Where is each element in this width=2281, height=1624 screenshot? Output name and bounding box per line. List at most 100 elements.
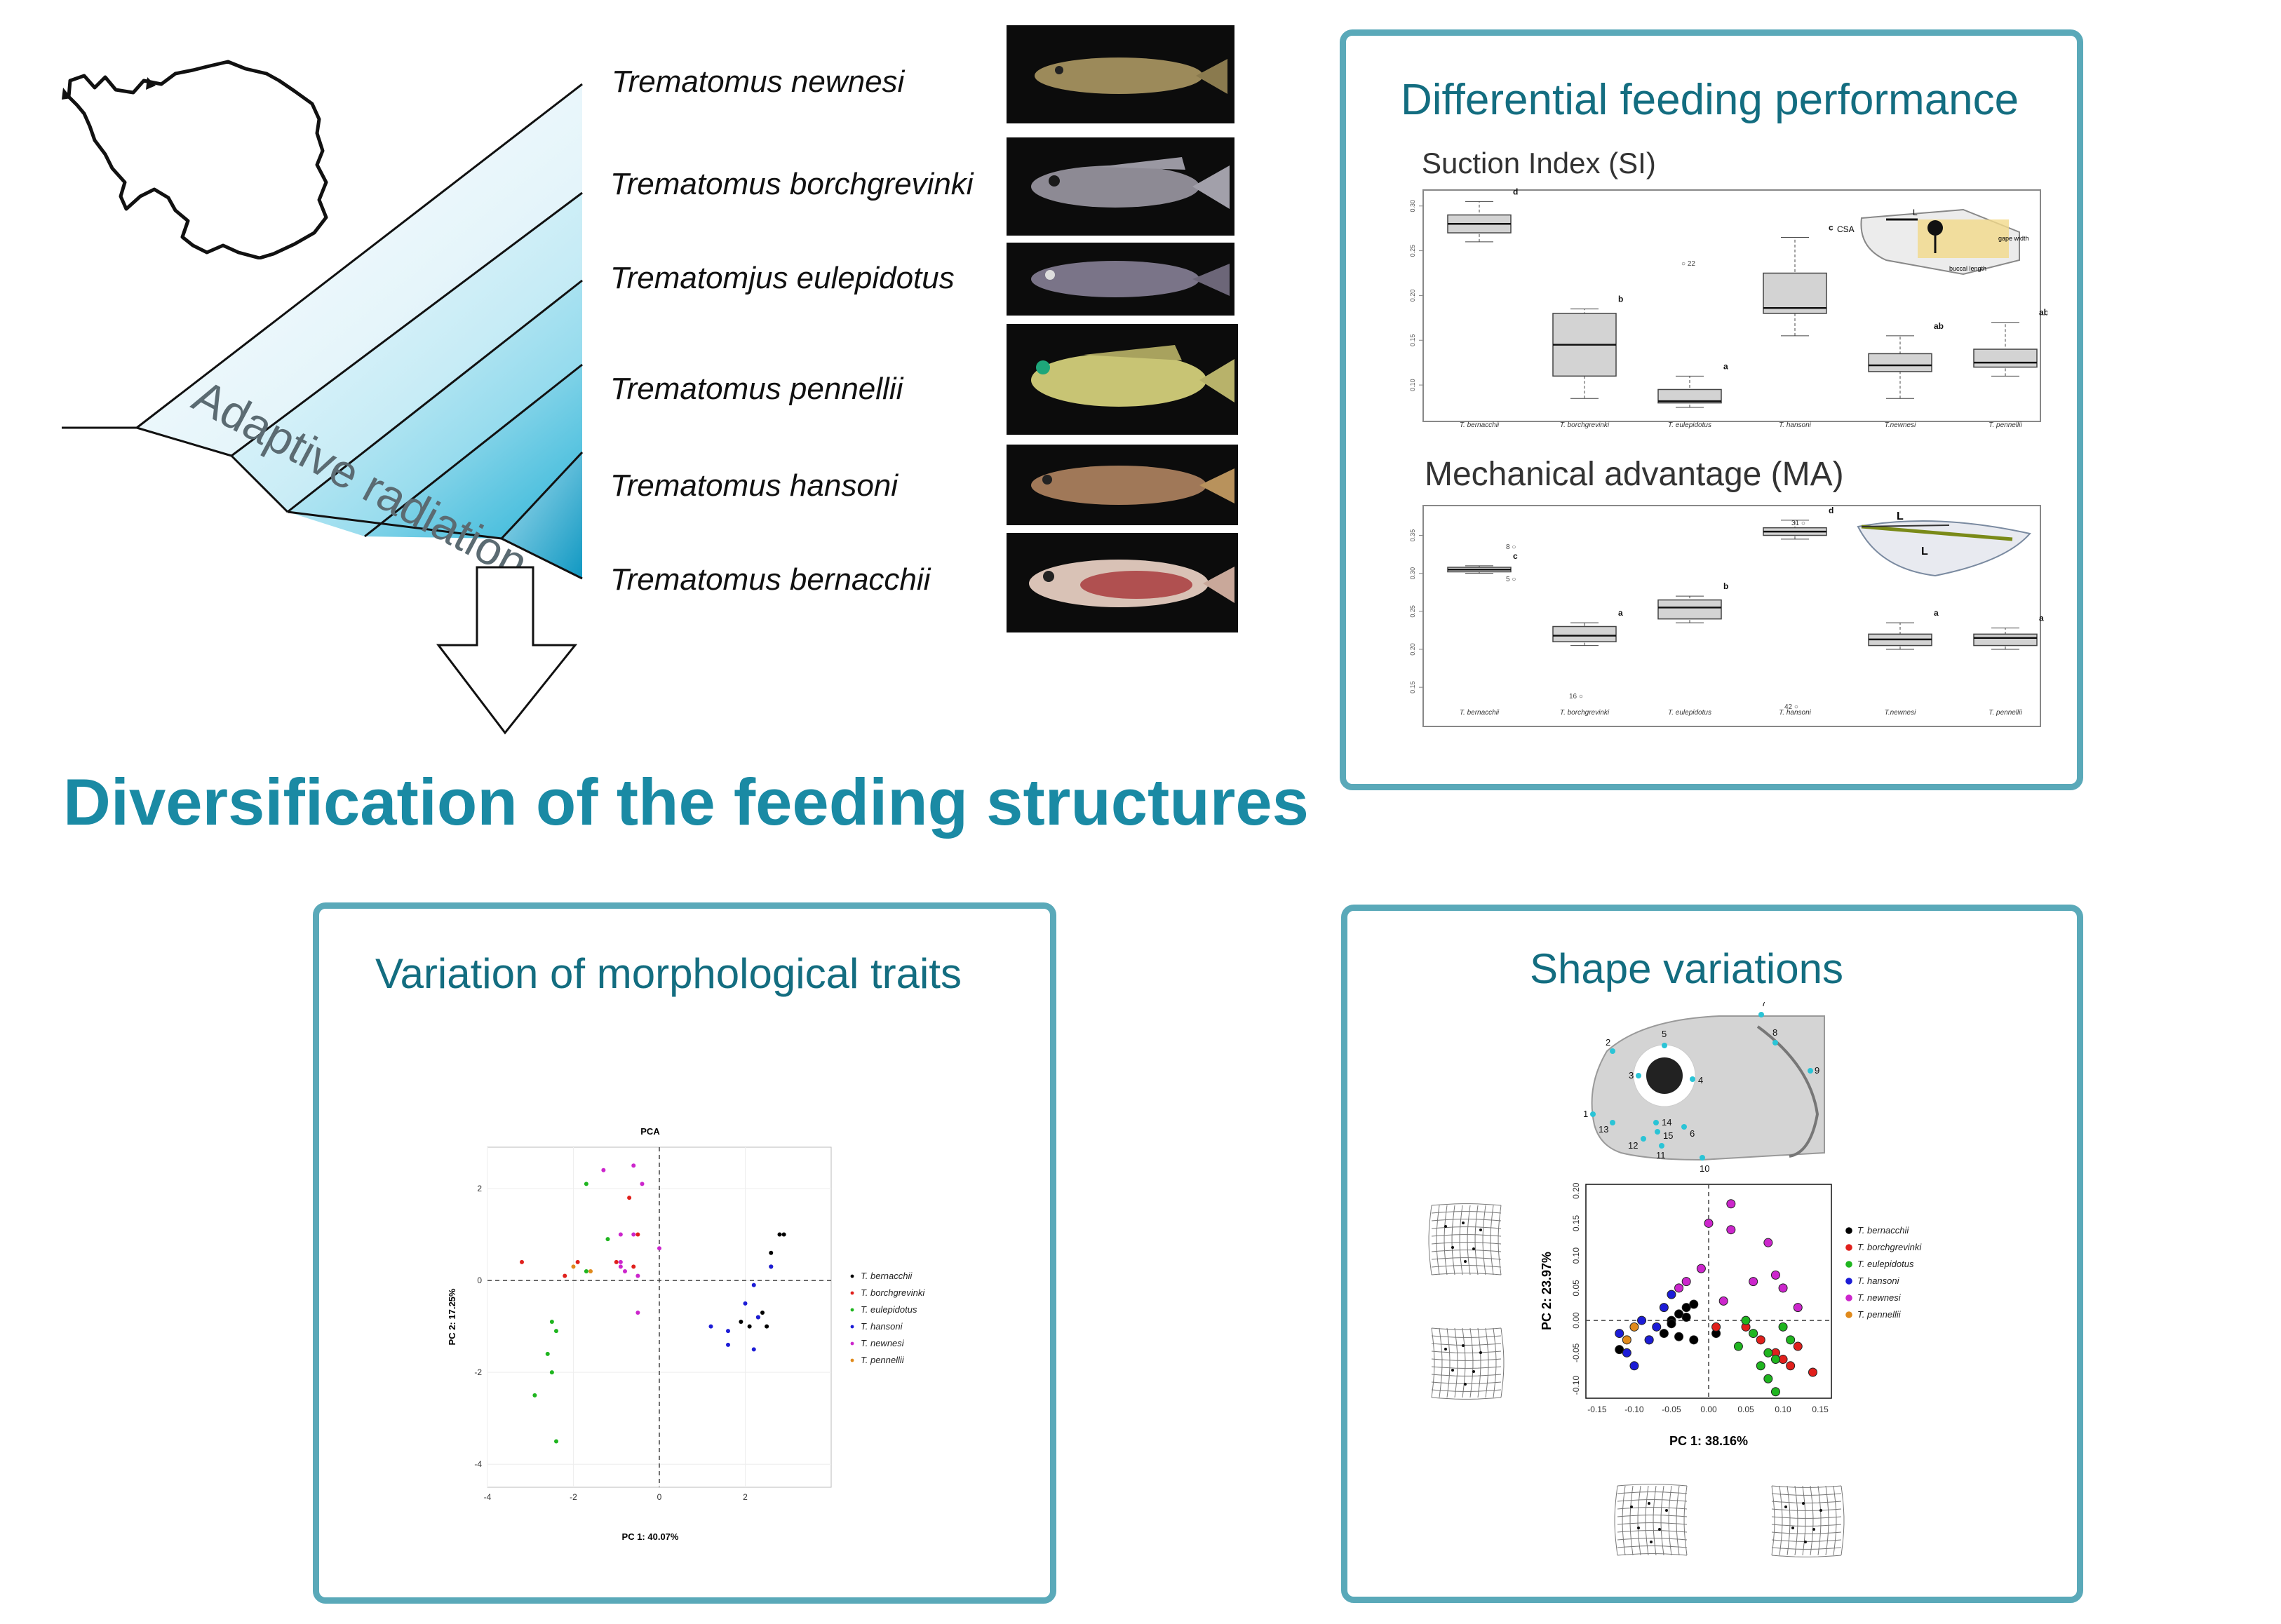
x-tick-label: 0.00 (1700, 1405, 1717, 1414)
data-point (571, 1264, 576, 1269)
group-letter: abc (2039, 308, 2047, 318)
data-point (1749, 1277, 1758, 1287)
pca-ylabel: PC 2: 17.25% (447, 1288, 457, 1345)
y-tick-label: 0.10 (1571, 1247, 1581, 1264)
data-point (1689, 1335, 1699, 1345)
data-point (751, 1347, 756, 1352)
data-point (631, 1232, 636, 1237)
y-tick-label: 0 (477, 1275, 482, 1285)
data-point (1763, 1374, 1773, 1383)
box (1657, 388, 1722, 404)
data-point (1629, 1322, 1639, 1332)
box (1973, 633, 2038, 647)
landmark-label: 3 (1629, 1070, 1634, 1081)
species-label: Trematomus bernacchii (610, 562, 931, 597)
data-point (743, 1301, 748, 1306)
category-label: T. hansoni (1779, 709, 1812, 717)
category-label: T. bernacchii (1460, 709, 1500, 717)
legend-marker (850, 1341, 854, 1346)
gape-width-label: gape width (1998, 235, 2029, 242)
landmark-label: 4 (1698, 1075, 1703, 1085)
data-point (1763, 1238, 1773, 1247)
data-point (1778, 1283, 1788, 1293)
data-point (1622, 1348, 1631, 1358)
data-point (520, 1259, 524, 1264)
y-tick-label: 0.30 (1409, 200, 1416, 212)
data-point (1659, 1303, 1669, 1313)
category-label: T. borchgrevinki (1560, 421, 1610, 429)
data-point (601, 1168, 606, 1172)
species-label: Trematomus hansoni (610, 468, 899, 503)
landmark-point (1808, 1068, 1813, 1074)
x-tick-label: 0.15 (1812, 1405, 1829, 1414)
legend-marker (1845, 1278, 1852, 1285)
data-point (1718, 1296, 1728, 1306)
data-point (1793, 1341, 1803, 1351)
l-label: L (1913, 208, 1918, 217)
data-point (1756, 1361, 1765, 1371)
y-tick-label: -2 (474, 1367, 482, 1377)
feeding-performance-panel: Differential feeding performance Suction… (1340, 29, 2083, 790)
group-letter: d (1513, 187, 1518, 196)
y-tick-label: 2 (477, 1184, 482, 1193)
x-tick-label: 2 (743, 1492, 748, 1502)
landmark-label: 15 (1663, 1130, 1673, 1141)
data-point (1778, 1322, 1788, 1332)
legend-marker (850, 1308, 854, 1312)
landmark-label: 2 (1606, 1037, 1610, 1048)
legend-marker (1845, 1261, 1852, 1268)
landmark-label: 9 (1815, 1065, 1819, 1076)
phylogeny-tree: Adaptive radiation (62, 83, 584, 589)
y-tick-label: -0.05 (1571, 1343, 1581, 1362)
category-label: T. bernacchii (1460, 421, 1500, 429)
panel-title: Variation of morphological traits (375, 950, 962, 997)
species-label: Trematomus newnesi (612, 65, 905, 99)
x-tick-label: 0 (657, 1492, 662, 1502)
data-point (1622, 1335, 1631, 1345)
data-point (751, 1283, 756, 1287)
y-tick-label: 0.25 (1409, 605, 1416, 618)
landmark-point (1653, 1120, 1659, 1125)
outlier-label: 8 ○ (1506, 543, 1516, 551)
x-tick-label: -0.05 (1662, 1405, 1681, 1414)
y-tick-label: 0.25 (1409, 245, 1416, 257)
data-point (769, 1264, 774, 1269)
y-tick-label: 0.20 (1571, 1182, 1581, 1199)
group-letter: a (1934, 608, 1939, 618)
y-tick-label: 0.05 (1571, 1280, 1581, 1297)
data-point (631, 1264, 636, 1269)
landmark-label: 13 (1599, 1124, 1608, 1135)
data-point (635, 1273, 640, 1278)
legend-label: T. bernacchii (1857, 1225, 1909, 1236)
mechanical-advantage-diagram: L L (1857, 510, 2031, 577)
data-point (563, 1273, 567, 1278)
category-label: T. eulepidotus (1668, 421, 1711, 429)
outlier-label: 42 ○ (1784, 703, 1798, 711)
y-tick-label: 0.15 (1409, 681, 1416, 693)
group-letter: a (2039, 614, 2044, 623)
data-point (781, 1232, 786, 1237)
data-point (1696, 1264, 1706, 1273)
main-title: Diversification of the feeding structure… (63, 765, 1309, 839)
data-point (549, 1370, 554, 1375)
data-point (1770, 1355, 1780, 1365)
data-point (1667, 1290, 1676, 1299)
group-letter: a (1723, 361, 1728, 371)
legend-marker (850, 1274, 854, 1278)
legend-marker (850, 1325, 854, 1329)
si-label: Suction Index (SI) (1422, 147, 1656, 180)
antarctica-map (62, 60, 328, 259)
y-tick-label: 0.15 (1571, 1214, 1581, 1231)
legend-label: T. hansoni (1857, 1275, 1900, 1286)
category-label: T. pennellii (1989, 421, 2022, 429)
data-point (623, 1268, 627, 1273)
outlier-label: 5 ○ (1506, 576, 1516, 583)
data-point (1689, 1299, 1699, 1309)
deformation-grid (1614, 1484, 1688, 1556)
deformation-grid (1771, 1485, 1845, 1557)
legend-marker (850, 1358, 854, 1362)
ma-label: Mechanical advantage (MA) (1425, 456, 1844, 493)
